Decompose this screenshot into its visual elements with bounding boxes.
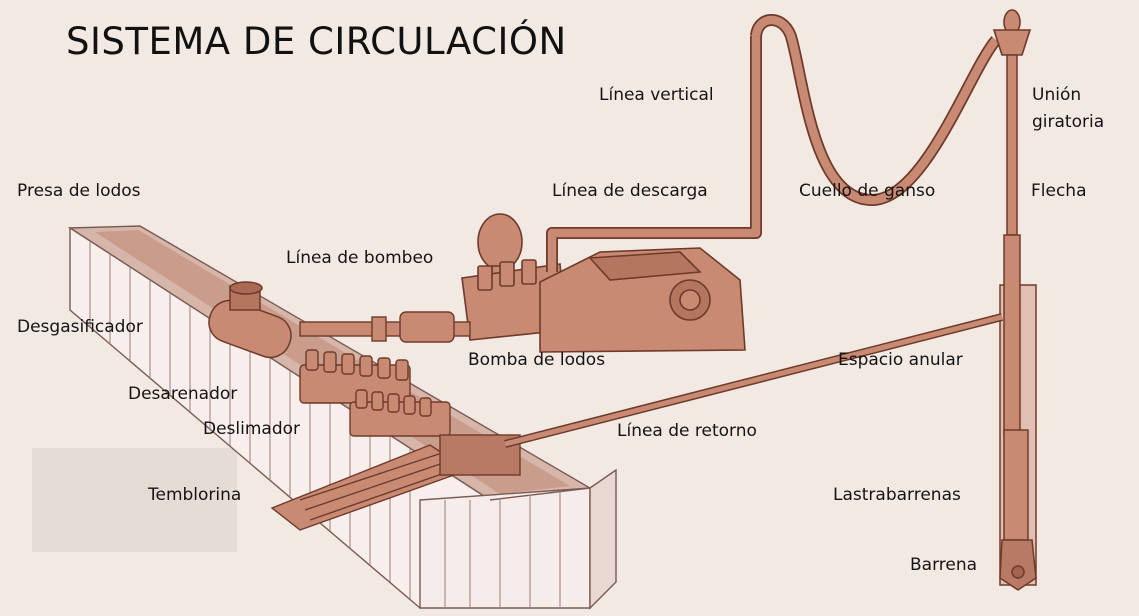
- mud-pump: [461, 213, 746, 353]
- return-line: [504, 313, 1003, 448]
- degasser: [208, 281, 292, 359]
- background-panel: [32, 448, 237, 552]
- desilter: [349, 389, 451, 437]
- label-lastrabarrenas: Lastrabarrenas: [833, 485, 961, 505]
- label-cuello-de-ganso: Cuello de ganso: [799, 181, 936, 201]
- label-union-giratoria-line2: giratoria: [1032, 112, 1105, 132]
- label-linea-de-bombeo: Línea de bombeo: [286, 248, 434, 268]
- kelly: [1006, 54, 1018, 236]
- label-desgasificador: Desgasificador: [17, 317, 143, 337]
- suction-line: [299, 311, 471, 343]
- wellbore: [999, 234, 1037, 591]
- label-barrena: Barrena: [910, 555, 978, 575]
- swivel: [992, 9, 1032, 56]
- label-union-giratoria-line1: Unión: [1032, 85, 1082, 105]
- label-presa-de-lodos: Presa de lodos: [17, 181, 141, 201]
- label-temblorina: Temblorina: [148, 485, 242, 505]
- label-deslimador: Deslimador: [203, 419, 301, 439]
- label-espacio-anular: Espacio anular: [838, 350, 963, 370]
- mud-tank-right: [589, 468, 617, 610]
- label-flecha: Flecha: [1031, 181, 1087, 201]
- label-desarenador: Desarenador: [128, 384, 238, 404]
- label-linea-de-retorno: Línea de retorno: [617, 421, 757, 441]
- label-bomba-de-lodos: Bomba de lodos: [468, 350, 606, 370]
- label-linea-vertical: Línea vertical: [599, 85, 714, 105]
- label-linea-de-descarga: Línea de descarga: [552, 181, 708, 201]
- page-title: SISTEMA DE CIRCULACIÓN: [66, 20, 567, 63]
